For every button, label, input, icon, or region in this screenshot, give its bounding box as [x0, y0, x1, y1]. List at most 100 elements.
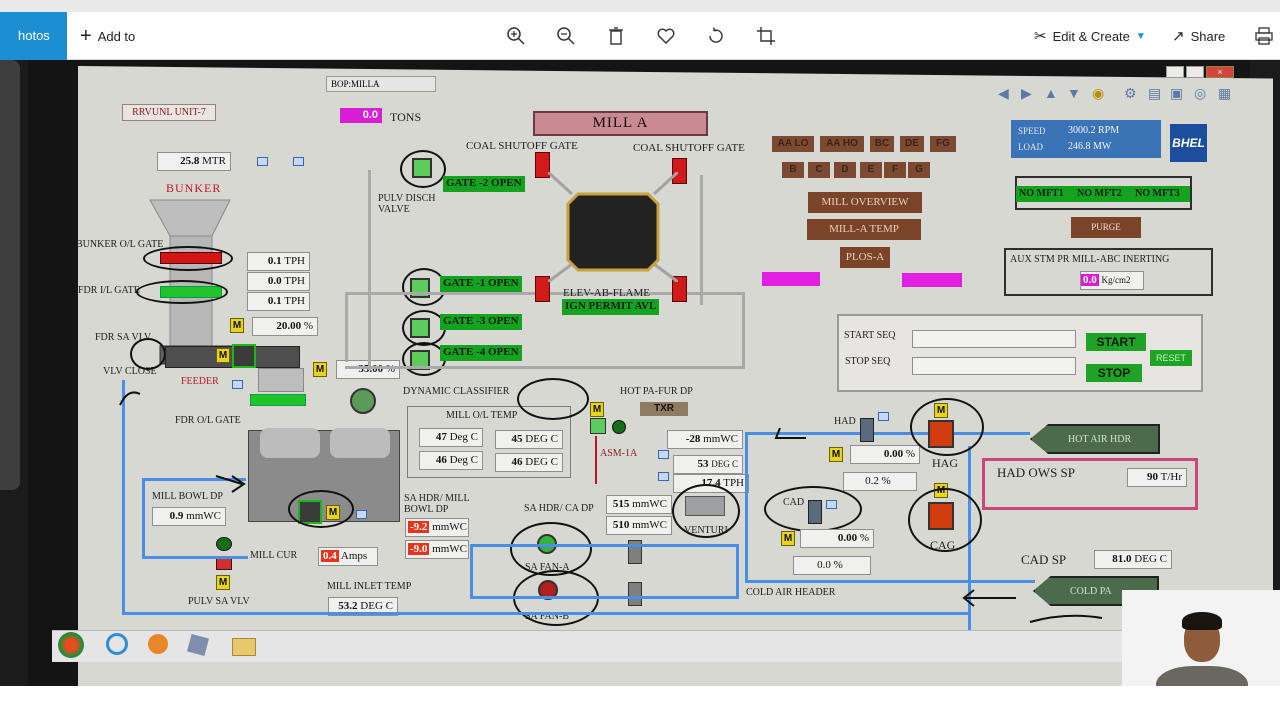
minimize-icon[interactable] — [1166, 66, 1184, 78]
window-title-tab[interactable]: BOP:MILLA — [326, 76, 436, 92]
faceplate-icon[interactable] — [658, 450, 669, 459]
zoom-out-icon[interactable] — [556, 26, 576, 46]
asm-valve[interactable] — [590, 418, 606, 434]
photos-home-tab[interactable]: hotos — [0, 12, 67, 60]
rotate-icon[interactable] — [706, 26, 726, 46]
faceplate-icon[interactable] — [878, 412, 889, 421]
classifier-motor-icon[interactable] — [350, 388, 376, 414]
mill-key-de[interactable]: DE — [900, 136, 924, 152]
burner-elevation[interactable] — [548, 172, 678, 282]
faceplate-icon[interactable] — [293, 157, 304, 166]
os-taskbar — [52, 630, 1122, 662]
bunker-tph-value: 0.1 TPH — [247, 252, 310, 271]
had-damper[interactable] — [860, 418, 874, 442]
add-to-button[interactable]: + Add to — [80, 12, 135, 60]
coal-shutoff-gate-2b[interactable] — [672, 158, 687, 184]
share-button[interactable]: ↗ Share — [1172, 12, 1225, 60]
gate-1-status[interactable]: GATE -1 OPEN — [440, 276, 522, 292]
coal-shutoff-gate-1[interactable] — [535, 276, 550, 302]
stop-button[interactable]: STOP — [1086, 364, 1142, 382]
cad-sp-value[interactable]: 81.0 DEG C — [1094, 550, 1172, 569]
mill-key-b[interactable]: B — [782, 162, 804, 178]
maximize-icon[interactable] — [1186, 66, 1204, 78]
feeder-motor-icon[interactable] — [232, 344, 256, 368]
gate-4-status[interactable]: GATE -4 OPEN — [440, 345, 522, 361]
down-arrow-icon[interactable]: ▼ — [1067, 85, 1081, 101]
refresh-icon[interactable]: ◉ — [1092, 85, 1105, 101]
coal-shutoff-gate-1b[interactable] — [672, 276, 687, 302]
media-player-icon[interactable] — [148, 634, 168, 654]
camera-icon[interactable]: ▣ — [1170, 85, 1184, 101]
faceplate-icon[interactable] — [257, 157, 268, 166]
purge-button[interactable]: PURGE — [1071, 217, 1141, 238]
up-arrow-icon[interactable]: ▲ — [1044, 85, 1058, 101]
delete-icon[interactable] — [606, 26, 626, 46]
mill-key-f[interactable]: F — [884, 162, 906, 178]
help-icon[interactable]: ▦ — [1218, 85, 1232, 101]
mill-key-c[interactable]: C — [808, 162, 830, 178]
faceplate-icon[interactable] — [658, 472, 669, 481]
manual-mode-icon[interactable]: M — [781, 531, 795, 546]
mill-key-fg[interactable]: FG — [930, 136, 956, 152]
coal-shutoff-gate-2[interactable] — [535, 152, 550, 178]
manual-mode-icon[interactable]: M — [829, 447, 843, 462]
forward-arrow-icon[interactable]: ▶ — [1021, 85, 1032, 101]
coal-pipe — [345, 366, 745, 369]
zoom-in-icon[interactable] — [506, 26, 526, 46]
mill-key-aa-ho[interactable]: AA HO — [820, 136, 864, 152]
pulv-sa-vlv-status-icon[interactable] — [216, 537, 232, 551]
folder-icon[interactable] — [232, 638, 256, 656]
mill-overview-button[interactable]: MILL OVERVIEW — [808, 192, 922, 213]
close-icon[interactable]: × — [1206, 66, 1234, 78]
bunker-label: BUNKER — [166, 181, 222, 195]
edit-create-button[interactable]: ✂ Edit & Create ▼ — [1034, 12, 1146, 60]
unit-label: RRVUNL UNIT-7 — [122, 104, 216, 121]
gate-2-status[interactable]: GATE -2 OPEN — [443, 176, 525, 192]
trend-icon[interactable]: ◎ — [1194, 85, 1207, 101]
cold-pa-hdr-arrow[interactable] — [1033, 576, 1159, 606]
hot-air-pipe — [745, 432, 1030, 435]
reset-button[interactable]: RESET — [1150, 350, 1192, 366]
mill-ol-temp-3: 46 Deg C — [419, 451, 483, 470]
crop-icon[interactable] — [756, 26, 776, 46]
manual-mode-icon[interactable]: M — [313, 362, 327, 377]
edit-create-label: Edit & Create — [1052, 28, 1130, 44]
txr-button[interactable]: TXR — [640, 402, 688, 416]
mill-key-g[interactable]: G — [908, 162, 930, 178]
print-icon[interactable] — [1254, 26, 1274, 46]
print-icon[interactable]: ▤ — [1148, 85, 1162, 101]
sa-header-pipe — [470, 596, 738, 599]
sa-damper-b[interactable] — [628, 582, 642, 606]
mill-key-d[interactable]: D — [834, 162, 856, 178]
manual-mode-icon[interactable]: M — [216, 575, 230, 590]
cad-position-value: 0.0 % — [793, 556, 871, 575]
cold-air-header-label: COLD AIR HEADER — [746, 587, 836, 598]
manual-mode-icon[interactable]: M — [230, 318, 244, 333]
faceplate-icon[interactable] — [356, 510, 367, 519]
handwritten-circle — [764, 486, 862, 532]
fdr-ol-gate[interactable] — [250, 394, 306, 406]
mill-key-e[interactable]: E — [860, 162, 882, 178]
mft2-status: NO MFT2 — [1074, 186, 1132, 202]
manual-mode-icon[interactable]: M — [590, 402, 604, 417]
cag-label: CAG — [930, 538, 956, 552]
pulv-disch-valve-label: PULV DISCH VALVE — [378, 193, 436, 215]
settings-gear-icon[interactable]: ⚙ — [1124, 85, 1137, 101]
start-button[interactable]: START — [1086, 333, 1146, 351]
mill-a-temp-button[interactable]: MILL-A TEMP — [807, 219, 921, 240]
asm-status-icon[interactable] — [612, 420, 626, 434]
mill-key-aa-lo[interactable]: AA LO — [772, 136, 814, 152]
mill-key-bc[interactable]: BC — [870, 136, 894, 152]
plos-a-button[interactable]: PLOS-A — [840, 247, 890, 268]
favorite-heart-icon[interactable] — [656, 26, 676, 46]
windows-start-icon[interactable] — [58, 632, 84, 658]
sa-hdr-ca-dp-label: SA HDR/ CA DP — [524, 503, 594, 514]
cad-sp-label: CAD SP — [1021, 552, 1067, 567]
had-ows-sp-value[interactable]: 90 T/Hr — [1127, 468, 1187, 487]
manual-mode-icon[interactable]: M — [216, 348, 230, 363]
internet-explorer-icon[interactable] — [106, 633, 128, 655]
hot-air-hdr-arrow[interactable] — [1030, 424, 1160, 454]
faceplate-icon[interactable] — [232, 380, 243, 389]
back-arrow-icon[interactable]: ◀ — [998, 85, 1009, 101]
gate-3-status[interactable]: GATE -3 OPEN — [440, 314, 522, 330]
